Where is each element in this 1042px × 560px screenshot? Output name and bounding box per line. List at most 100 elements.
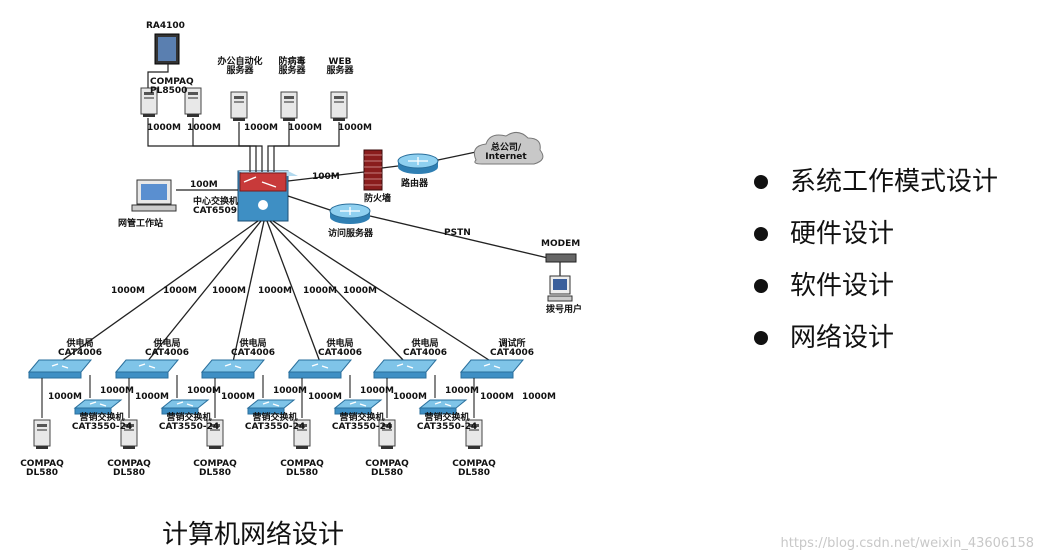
server-tower-base	[209, 446, 221, 449]
compaq-dl580-server-icon	[33, 419, 51, 449]
server-tower-slot	[144, 97, 154, 99]
sub-switch-speed-label: 1000M	[445, 386, 480, 396]
nms-link-speed-label: 100M	[190, 180, 218, 190]
server-tower-base	[468, 446, 480, 449]
sub-switch-cat3550-icon	[246, 399, 296, 415]
core-branch-speed-label: 1000M	[163, 286, 198, 296]
firewall-label: 防火墙	[364, 194, 392, 204]
server-tower-base	[233, 118, 245, 121]
core-switch-hub	[258, 200, 268, 210]
server-tower-base	[187, 114, 199, 117]
server-uplink-line	[192, 118, 257, 172]
server-uplink-line	[238, 122, 263, 172]
bullet-dot-icon	[754, 279, 768, 293]
server-tower-body	[33, 419, 51, 447]
router-to-cloud-line	[437, 151, 477, 161]
server-tower-slot	[469, 424, 479, 427]
server-tower-slot	[124, 424, 134, 427]
server-tower-base	[296, 446, 308, 449]
switch-arrows	[262, 401, 280, 407]
dialup-keyboard	[547, 295, 573, 302]
branch-switch-cat4006-icon	[27, 359, 93, 379]
storage-link-line	[147, 64, 169, 88]
server-tower-body	[280, 91, 298, 119]
web-server-icon	[330, 91, 348, 121]
switch-front	[373, 371, 427, 379]
branch-switch-cat4006-icon	[200, 359, 266, 379]
branch-server-speed-label: 1000M	[393, 392, 428, 402]
server-tower-base	[381, 446, 393, 449]
switch-front	[247, 407, 285, 415]
server-tower-slot	[188, 92, 198, 95]
server-tower-slot	[284, 96, 294, 99]
sub-switch-speed-label: 1000M	[360, 386, 395, 396]
server-tower-slot	[210, 429, 220, 431]
diagram-caption: 计算机网络设计	[162, 520, 345, 550]
nms-keyboard	[131, 204, 177, 212]
bullet-dot-icon	[754, 331, 768, 345]
compaq-dl580-server-icon	[465, 419, 483, 449]
sub-switch-cat3550-icon	[73, 399, 123, 415]
server-tower-slot	[382, 429, 392, 431]
switch-top	[287, 359, 353, 373]
sub-switch-cat3550-icon	[333, 399, 383, 415]
nms-label: 网管工作站	[118, 219, 164, 229]
core-to-branch-line	[269, 220, 406, 363]
office-server-icon	[230, 91, 248, 121]
pstn-line	[369, 215, 549, 259]
switch-arrows	[483, 363, 501, 369]
server-tower-slot	[188, 97, 198, 99]
bullet-item: 网络设计	[754, 312, 998, 364]
bullet-item: 硬件设计	[754, 208, 998, 260]
switch-front	[201, 371, 255, 379]
server-link-speed-label: 1000M	[244, 123, 279, 133]
switch-top	[27, 359, 93, 373]
switch-front	[334, 407, 372, 415]
switch-arrows	[396, 363, 414, 369]
cloud-label: 总公司/Internet	[485, 143, 527, 162]
server-tower-slot	[334, 96, 344, 99]
branch-switch-cat4006-icon	[372, 359, 438, 379]
router-icon	[397, 153, 439, 174]
switch-front	[288, 371, 342, 379]
server-tower-slot	[297, 424, 307, 427]
server-tower-slot	[144, 92, 154, 95]
switch-front	[28, 371, 82, 379]
branch-server-speed-label: 1000M	[135, 392, 170, 402]
bullet-list: 系统工作模式设计 硬件设计 软件设计 网络设计	[754, 156, 998, 364]
core-to-branch-line	[59, 220, 259, 363]
router-arrows	[408, 157, 428, 165]
switch-arrows	[349, 401, 367, 407]
bullet-text: 系统工作模式设计	[790, 167, 999, 197]
switch-arrows	[51, 363, 69, 369]
antivirus-server-icon	[280, 91, 298, 121]
office-server-label: 办公自动化服务器	[217, 57, 263, 76]
switch-front	[460, 371, 514, 379]
switch-arrows	[138, 363, 156, 369]
core-branch-speed-label: 1000M	[343, 286, 378, 296]
watermark-url: https://blog.csdn.net/weixin_43606158	[780, 536, 1034, 551]
compaq-pl8500-server-icon	[184, 87, 202, 117]
branch-server-speed-label: 1000M	[48, 392, 83, 402]
sub-switch-speed-label: 1000M	[273, 386, 308, 396]
firewall-to-router-line	[381, 165, 399, 169]
server-tower-slot	[284, 101, 294, 103]
switch-arrows	[176, 401, 194, 407]
server-tower-base	[283, 118, 295, 121]
bullet-dot-icon	[754, 227, 768, 241]
switch-front	[161, 407, 199, 415]
internet-cloud-icon	[473, 132, 544, 165]
branch-server-speed-label: 1000M	[480, 392, 515, 402]
dialup-user-label: 拨号用户	[546, 305, 583, 315]
